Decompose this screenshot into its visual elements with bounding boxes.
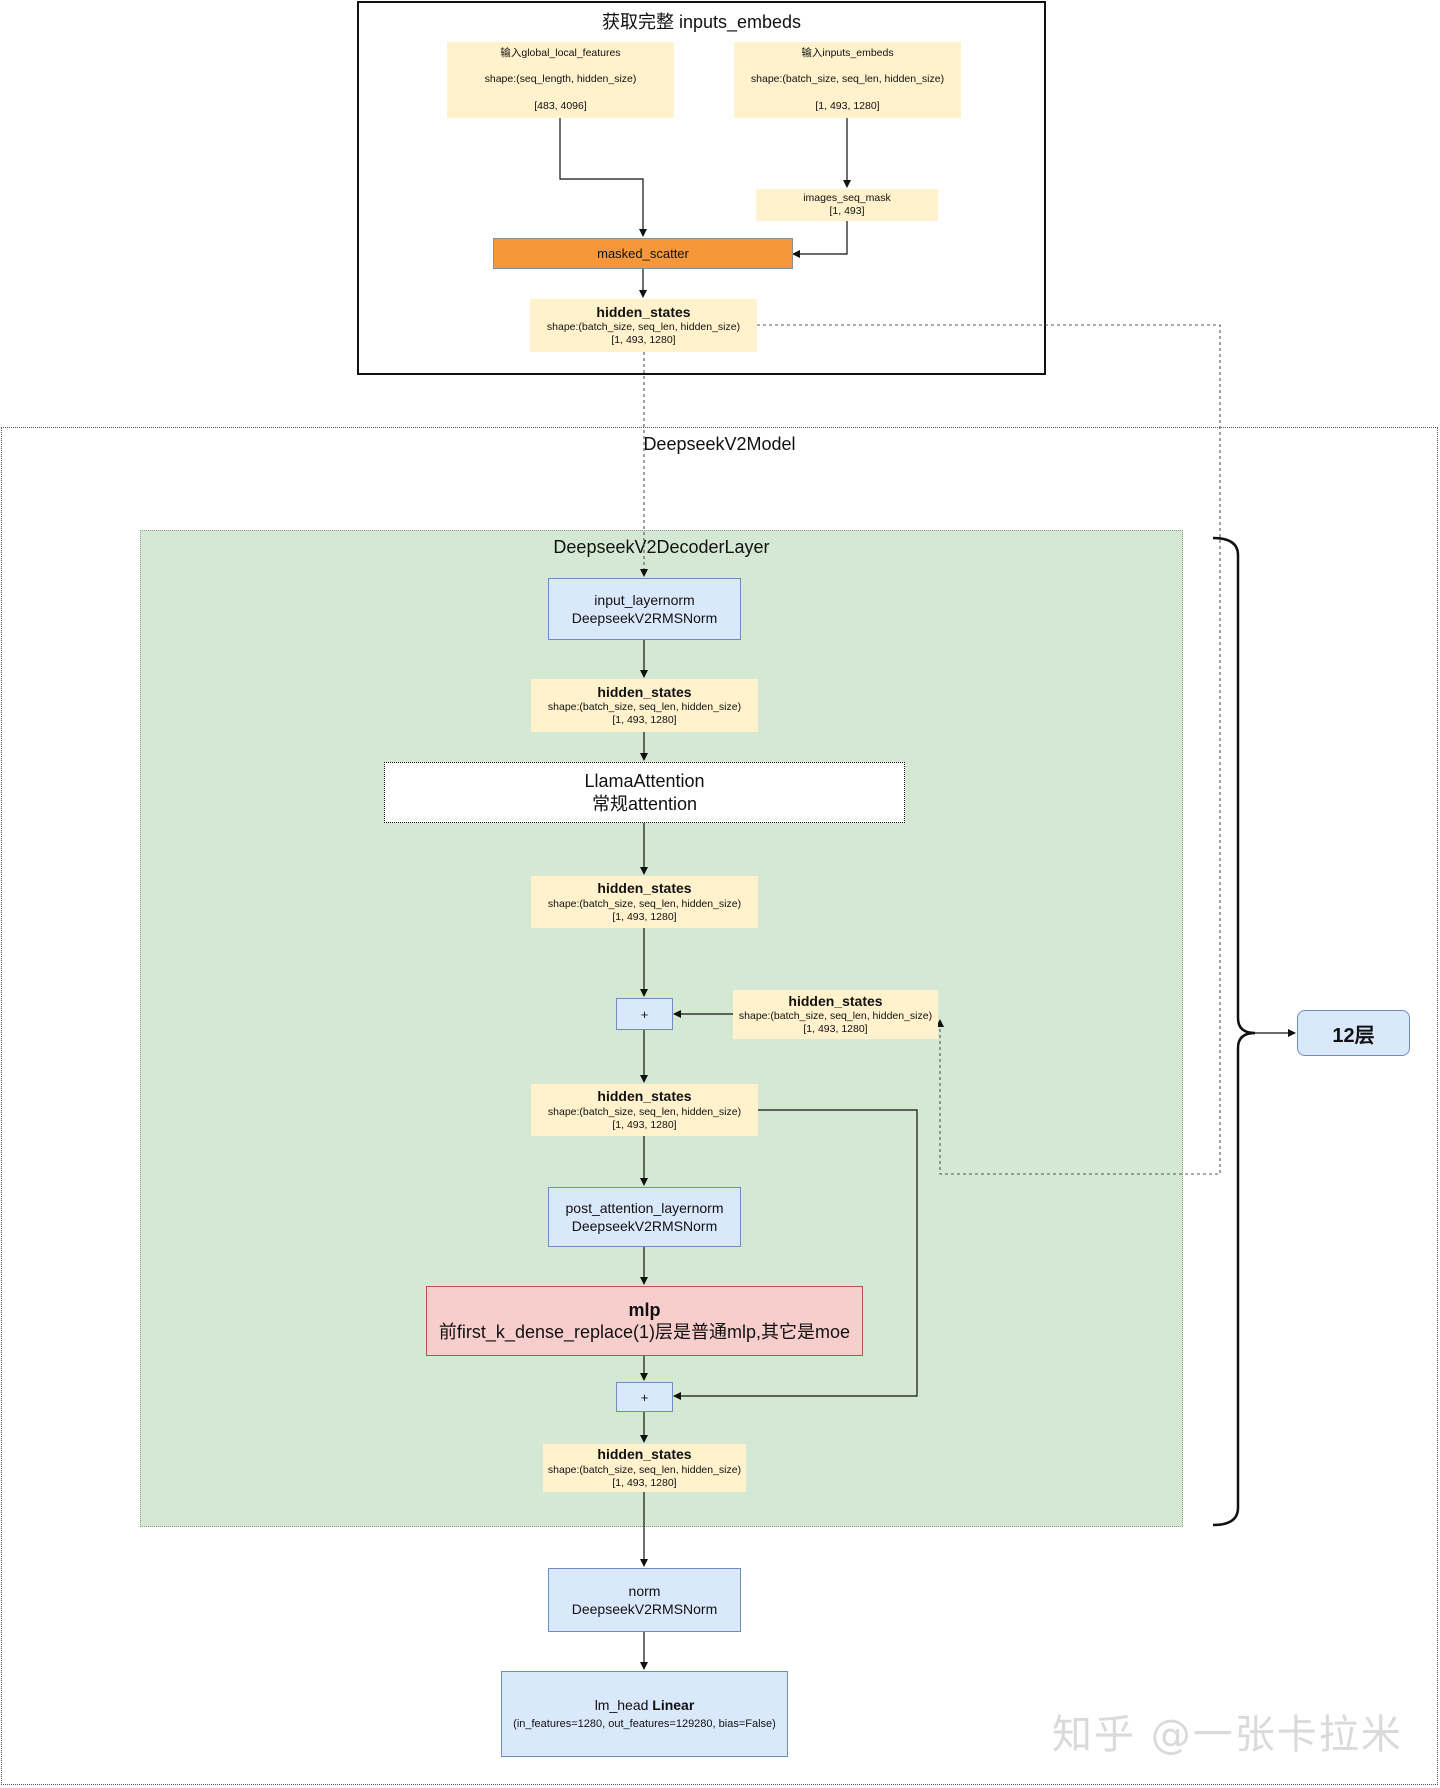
add-2-label: + bbox=[640, 1389, 649, 1405]
lm-head-title: lm_head Linear bbox=[595, 1695, 695, 1716]
hidden-states-after-add-1[interactable]: hidden_states shape:(batch_size, seq_len… bbox=[531, 1084, 758, 1136]
mlp-title: mlp bbox=[628, 1299, 661, 1320]
post-attention-layernorm-type: DeepseekV2RMSNorm bbox=[571, 1218, 718, 1234]
attention-label: LlamaAttention bbox=[584, 771, 705, 791]
hidden-states-dims: [1, 493, 1280] bbox=[612, 1476, 677, 1489]
hidden-states-dims: [1, 493, 1280] bbox=[612, 910, 677, 923]
residual-add-2-node[interactable]: + bbox=[616, 1382, 673, 1412]
lm-head-name: lm_head bbox=[594, 1697, 649, 1714]
hidden-states-shape: shape:(batch_size, seq_len, hidden_size) bbox=[547, 1463, 742, 1476]
mlp-node[interactable]: mlp 前first_k_dense_replace(1)层是普通mlp,其它是… bbox=[426, 1286, 863, 1356]
global-features-dims: [483, 4096] bbox=[534, 99, 587, 112]
hidden-states-title: hidden_states bbox=[597, 880, 692, 897]
global-local-features-node[interactable]: 输入global_local_features shape:(seq_lengt… bbox=[447, 42, 674, 118]
hidden-states-after-input-norm[interactable]: hidden_states shape:(batch_size, seq_len… bbox=[531, 679, 758, 732]
hidden-states-dims: [1, 493, 1280] bbox=[612, 1118, 677, 1131]
input-layernorm-type: DeepseekV2RMSNorm bbox=[571, 610, 718, 626]
masked-scatter-node[interactable]: masked_scatter bbox=[493, 238, 793, 269]
llama-attention-node[interactable]: LlamaAttention 常规attention bbox=[384, 762, 905, 823]
global-features-label: 输入global_local_features bbox=[500, 47, 621, 60]
layer-count-badge[interactable]: 12层 bbox=[1297, 1010, 1410, 1056]
global-features-shape: shape:(seq_length, hidden_size) bbox=[484, 73, 637, 86]
embeds-hidden-states-shape: shape:(batch_size, seq_len, hidden_size) bbox=[546, 321, 741, 334]
hidden-states-after-attention[interactable]: hidden_states shape:(batch_size, seq_len… bbox=[531, 876, 758, 928]
watermark: 知乎 @一张卡拉米 bbox=[1052, 1712, 1403, 1758]
final-norm-node[interactable]: norm DeepseekV2RMSNorm bbox=[548, 1568, 741, 1632]
hidden-states-shape: shape:(batch_size, seq_len, hidden_size) bbox=[547, 1105, 742, 1118]
lm-head-params: (in_features=1280, out_features=129280, … bbox=[513, 1718, 776, 1731]
hidden-states-residual-input[interactable]: hidden_states shape:(batch_size, seq_len… bbox=[733, 990, 938, 1039]
embeds-hidden-states-title: hidden_states bbox=[596, 303, 691, 320]
attention-desc: 常规attention bbox=[591, 793, 698, 814]
embeds-hidden-states-dims: [1, 493, 1280] bbox=[611, 334, 676, 347]
inputs-embeds-group-title: 获取完整 inputs_embeds bbox=[601, 12, 802, 32]
mlp-desc: 前first_k_dense_replace(1)层是普通mlp,其它是moe bbox=[438, 1322, 851, 1342]
inputs-embeds-node[interactable]: 输入inputs_embeds shape:(batch_size, seq_l… bbox=[734, 42, 961, 118]
lm-head-node[interactable]: lm_head Linear (in_features=1280, out_fe… bbox=[501, 1671, 788, 1757]
final-norm-label: norm bbox=[628, 1582, 661, 1599]
hidden-states-shape: shape:(batch_size, seq_len, hidden_size) bbox=[547, 897, 742, 910]
hidden-states-shape: shape:(batch_size, seq_len, hidden_size) bbox=[738, 1010, 933, 1023]
hidden-states-layer-output[interactable]: hidden_states shape:(batch_size, seq_len… bbox=[543, 1444, 746, 1492]
images-seq-mask-label: images_seq_mask bbox=[803, 191, 891, 204]
hidden-states-title: hidden_states bbox=[597, 683, 692, 700]
inputs-embeds-shape: shape:(batch_size, seq_len, hidden_size) bbox=[750, 73, 945, 86]
inputs-embeds-label: 输入inputs_embeds bbox=[801, 47, 894, 60]
final-norm-type: DeepseekV2RMSNorm bbox=[571, 1601, 718, 1617]
hidden-states-title: hidden_states bbox=[597, 1446, 692, 1463]
hidden-states-dims: [1, 493, 1280] bbox=[803, 1023, 868, 1036]
residual-add-1-node[interactable]: + bbox=[616, 998, 673, 1030]
hidden-states-shape: shape:(batch_size, seq_len, hidden_size) bbox=[547, 701, 742, 714]
hidden-states-title: hidden_states bbox=[788, 992, 883, 1009]
masked-scatter-label: masked_scatter bbox=[597, 246, 689, 261]
add-1-label: + bbox=[640, 1006, 649, 1022]
decoder-layer-title: DeepseekV2DecoderLayer bbox=[553, 537, 770, 557]
images-seq-mask-dims: [1, 493] bbox=[829, 205, 865, 217]
deepseek-v2-model-title: DeepseekV2Model bbox=[643, 434, 796, 454]
hidden-states-dims: [1, 493, 1280] bbox=[612, 714, 677, 727]
layer-count-label: 12层 bbox=[1332, 1024, 1375, 1047]
input-layernorm-label: input_layernorm bbox=[594, 591, 695, 608]
images-seq-mask-node[interactable]: images_seq_mask [1, 493] bbox=[756, 189, 938, 221]
input-layernorm-node[interactable]: input_layernorm DeepseekV2RMSNorm bbox=[548, 578, 741, 640]
post-attention-layernorm-label: post_attention_layernorm bbox=[565, 1199, 724, 1216]
post-attention-layernorm-node[interactable]: post_attention_layernorm DeepseekV2RMSNo… bbox=[548, 1187, 741, 1247]
inputs-embeds-dims: [1, 493, 1280] bbox=[815, 99, 880, 112]
embeds-hidden-states-node[interactable]: hidden_states shape:(batch_size, seq_len… bbox=[530, 299, 757, 352]
hidden-states-title: hidden_states bbox=[597, 1088, 692, 1105]
lm-head-type: Linear bbox=[652, 1697, 695, 1714]
